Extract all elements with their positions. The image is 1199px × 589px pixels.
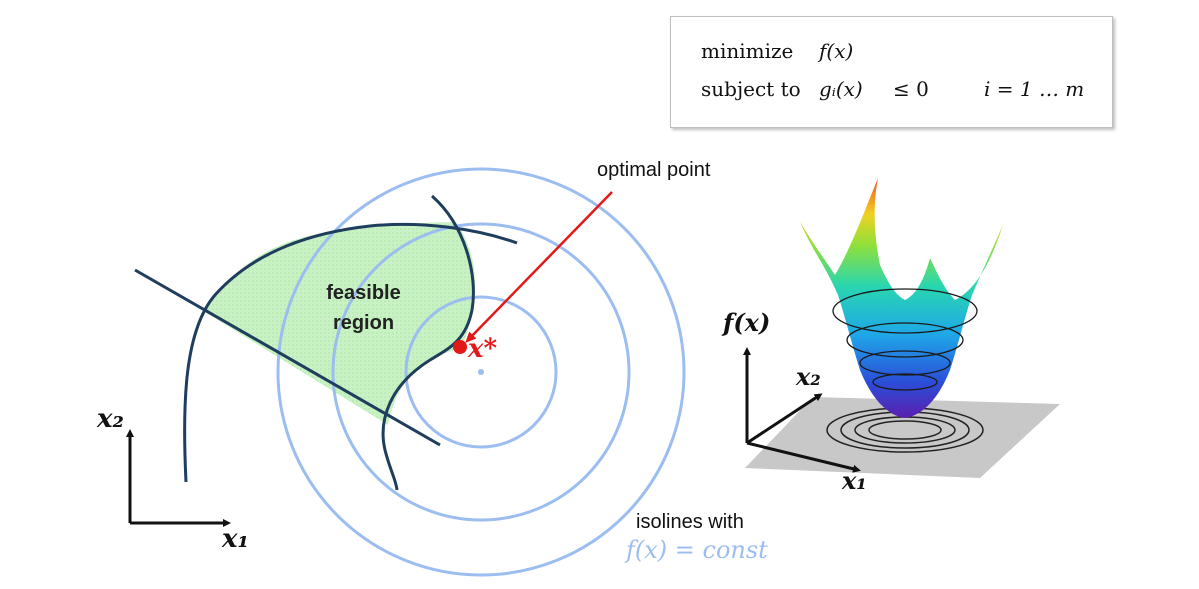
problem-statement-box: minimize f(x) subject to gᵢ(x) ≤ 0 i = 1… (670, 16, 1113, 128)
isoline-3 (276, 167, 686, 577)
optimal-point-callout: optimal point (597, 159, 711, 181)
left-axis-x-label: x₁ (222, 524, 249, 554)
optimum-label: x* (468, 334, 498, 364)
constraint-curves (134, 194, 518, 491)
optimal-point (453, 340, 467, 354)
isoline-1 (404, 295, 558, 449)
bowl-surface (800, 178, 1003, 418)
bowl-plot (743, 178, 1060, 478)
isoline-caption-line2: f(x) = const (626, 536, 768, 564)
feasible-region-label-line2: region (332, 312, 395, 334)
callout-arrow (465, 191, 613, 343)
left-axes (126, 429, 231, 527)
isoline-2 (331, 222, 631, 522)
constraint-index: i = 1 … m (984, 77, 1085, 101)
minimize-keyword: minimize (701, 39, 794, 63)
right-axis-horizontal-label: x₁ (842, 466, 867, 495)
subject-to-keyword: subject to (701, 77, 801, 101)
right-axis-depth-label: x₂ (796, 362, 821, 391)
base-plane (745, 397, 1060, 478)
contour-ellipses (826, 407, 984, 453)
constraint-curve-inner (381, 194, 475, 491)
isolines (276, 167, 686, 577)
unconstrained-minimum-dot (478, 369, 484, 375)
constraint-relation: ≤ 0 (893, 77, 929, 101)
feasible-region-label-line1: feasible (326, 282, 401, 304)
isoline-caption-line1: isolines with (636, 511, 744, 533)
left-axis-y-label: x₂ (97, 404, 124, 434)
constraint-curve-outer (183, 222, 518, 483)
right-axis-depth (746, 393, 823, 445)
constraint-expression: gᵢ(x) (819, 77, 863, 101)
right-axis-horizontal (746, 441, 861, 473)
right-axis-vertical-label: f(x) (723, 308, 771, 337)
bowl-rings (832, 288, 978, 391)
objective-expression: f(x) (819, 39, 854, 63)
constraint-line (134, 268, 441, 447)
